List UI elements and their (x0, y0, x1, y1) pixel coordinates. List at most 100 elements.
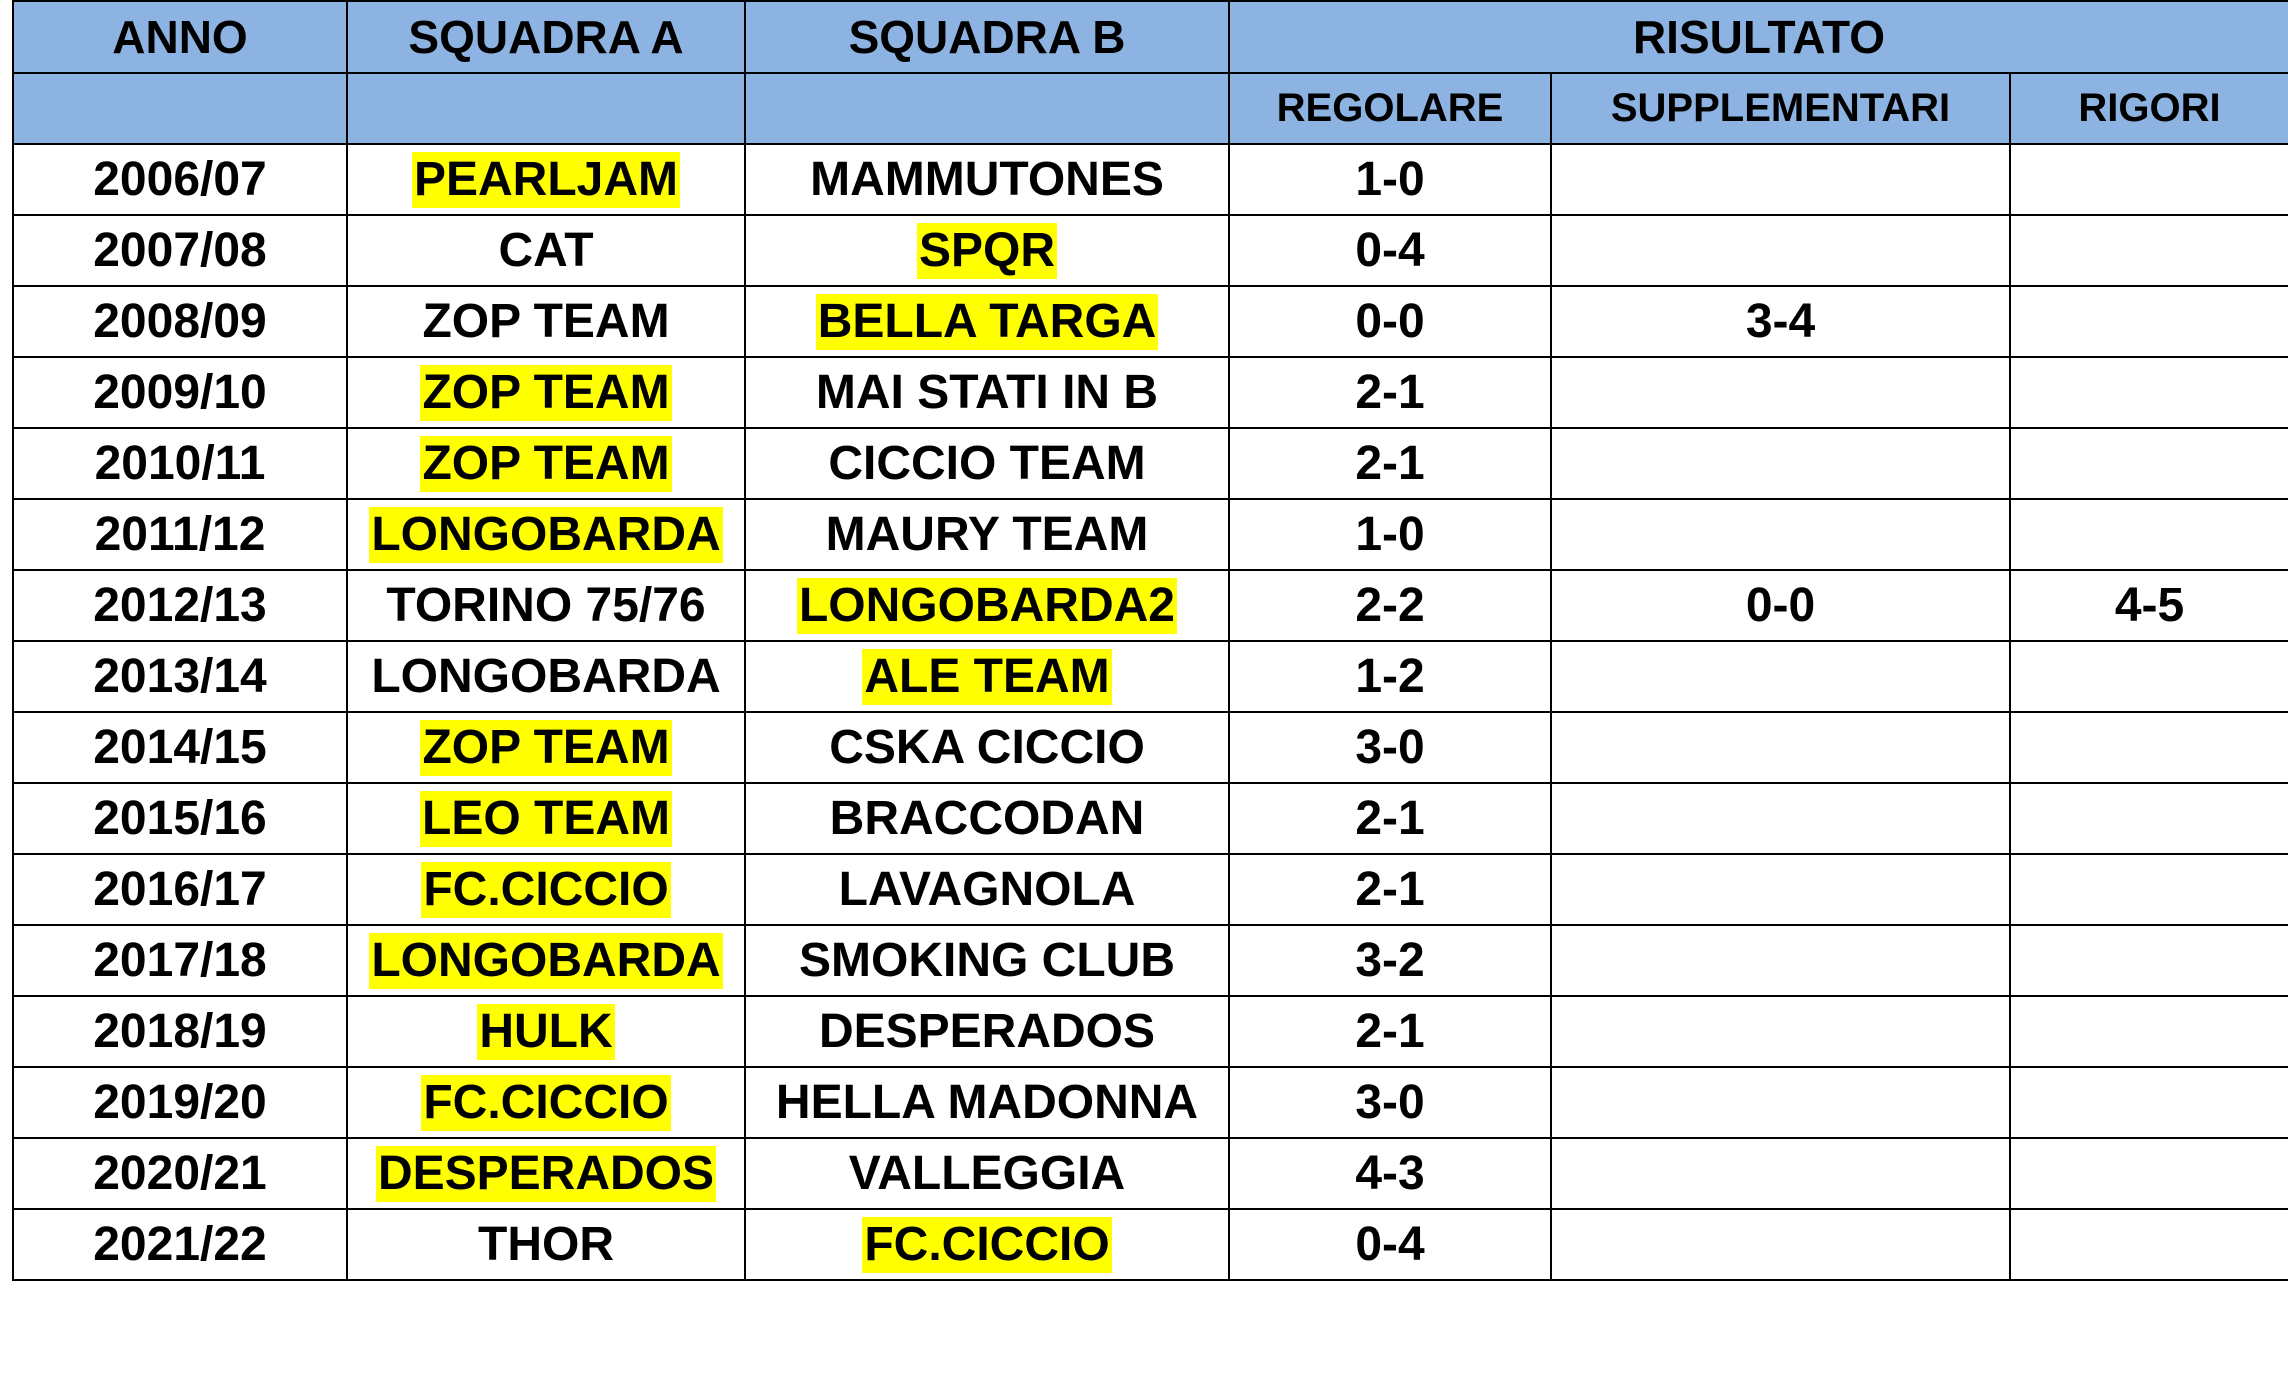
regolare-cell: 2-1 (1228, 427, 1552, 500)
anno-cell: 2017/18 (12, 924, 348, 997)
squadra-b-winner: ALE TEAM (862, 648, 1112, 705)
results-table: ANNO SQUADRA A SQUADRA B RISULTATO REGOL… (12, 0, 2288, 1281)
squadra-a-cell: ZOP TEAM (346, 356, 746, 429)
squadra-b-cell: CSKA CICCIO (744, 711, 1230, 784)
supplementari-cell (1550, 640, 2011, 713)
squadra-a: CAT (498, 223, 594, 277)
supplementari-cell (1550, 711, 2011, 784)
supplementari-cell (1550, 782, 2011, 855)
squadra-a-cell: FC.CICCIO (346, 1066, 746, 1139)
regolare-cell: 0-0 (1228, 285, 1552, 358)
rigori-cell (2008, 782, 2288, 855)
squadra-a-cell: TORINO 75/76 (346, 569, 746, 642)
regolare-cell: 0-4 (1228, 1208, 1552, 1281)
rigori-cell (2008, 1137, 2288, 1210)
header-risultato: RISULTATO (1227, 0, 2288, 74)
squadra-a-cell: ZOP TEAM (346, 285, 746, 358)
squadra-b-winner: LONGOBARDA2 (796, 577, 1177, 634)
regolare-cell: 2-1 (1228, 782, 1552, 855)
squadra-a-cell: THOR (346, 1208, 746, 1281)
supplementari-cell (1550, 427, 2011, 500)
squadra-b-cell: BELLA TARGA (744, 285, 1230, 358)
squadra-a-cell: FC.CICCIO (346, 853, 746, 926)
regolare-cell: 3-2 (1228, 924, 1552, 997)
header-squadra-b: SQUADRA B (744, 0, 1230, 74)
supplementari-cell (1550, 853, 2011, 926)
squadra-b: BRACCODAN (829, 791, 1145, 845)
rigori-cell (2008, 143, 2288, 216)
header-squadra-b-empty (744, 72, 1230, 145)
squadra-b-winner: BELLA TARGA (815, 293, 1159, 350)
squadra-b-cell: ALE TEAM (744, 640, 1230, 713)
regolare-cell: 0-4 (1228, 214, 1552, 287)
regolare-cell: 2-1 (1228, 356, 1552, 429)
squadra-a-winner: ZOP TEAM (420, 719, 672, 776)
squadra-b-cell: FC.CICCIO (744, 1208, 1230, 1281)
rigori-cell (2008, 1208, 2288, 1281)
rigori-cell (2008, 711, 2288, 784)
header-squadra-a: SQUADRA A (346, 0, 746, 74)
anno-cell: 2011/12 (12, 498, 348, 571)
squadra-b: SMOKING CLUB (799, 933, 1175, 987)
table-header: ANNO SQUADRA A SQUADRA B RISULTATO REGOL… (12, 0, 2288, 145)
squadra-a: TORINO 75/76 (386, 578, 706, 632)
squadra-a-cell: LONGOBARDA (346, 924, 746, 997)
squadra-a-cell: PEARLJAM (346, 143, 746, 216)
squadra-b: CSKA CICCIO (829, 720, 1145, 774)
squadra-b-cell: HELLA MADONNA (744, 1066, 1230, 1139)
rigori-cell (2008, 1066, 2288, 1139)
squadra-b: HELLA MADONNA (775, 1075, 1199, 1129)
supplementari-cell (1550, 924, 2011, 997)
rigori-cell (2008, 285, 2288, 358)
squadra-b-cell: CICCIO TEAM (744, 427, 1230, 500)
squadra-b-cell: SPQR (744, 214, 1230, 287)
squadra-a-cell: CAT (346, 214, 746, 287)
rigori-cell (2008, 853, 2288, 926)
squadra-a-winner: LEO TEAM (420, 790, 672, 847)
squadra-b-cell: SMOKING CLUB (744, 924, 1230, 997)
squadra-a-winner: HULK (477, 1003, 615, 1060)
squadra-b: VALLEGGIA (848, 1146, 1126, 1200)
table-row: 2020/21 DESPERADOS VALLEGGIA 4-3 (12, 1137, 2288, 1210)
squadra-b-cell: DESPERADOS (744, 995, 1230, 1068)
anno-cell: 2021/22 (12, 1208, 348, 1281)
squadra-b: CICCIO TEAM (828, 436, 1146, 490)
supplementari-cell: 3-4 (1550, 285, 2011, 358)
squadra-a-winner: FC.CICCIO (421, 861, 671, 918)
regolare-cell: 3-0 (1228, 711, 1552, 784)
anno-cell: 2008/09 (12, 285, 348, 358)
regolare-cell: 4-3 (1228, 1137, 1552, 1210)
squadra-b: MAI STATI IN B (815, 365, 1159, 419)
anno-cell: 2020/21 (12, 1137, 348, 1210)
regolare-cell: 1-2 (1228, 640, 1552, 713)
squadra-a-winner: DESPERADOS (375, 1145, 717, 1202)
squadra-b-cell: MAMMUTONES (744, 143, 1230, 216)
header-anno-empty (12, 72, 348, 145)
anno-cell: 2019/20 (12, 1066, 348, 1139)
squadra-b-cell: LONGOBARDA2 (744, 569, 1230, 642)
anno-cell: 2018/19 (12, 995, 348, 1068)
squadra-a-winner: FC.CICCIO (421, 1074, 671, 1131)
rigori-cell (2008, 924, 2288, 997)
squadra-a-cell: ZOP TEAM (346, 427, 746, 500)
supplementari-cell (1550, 1137, 2011, 1210)
squadra-b-cell: LAVAGNOLA (744, 853, 1230, 926)
squadra-a-cell: ZOP TEAM (346, 711, 746, 784)
regolare-cell: 1-0 (1228, 143, 1552, 216)
squadra-a-cell: LONGOBARDA (346, 640, 746, 713)
squadra-b: LAVAGNOLA (838, 862, 1136, 916)
rigori-cell: 4-5 (2008, 569, 2288, 642)
squadra-b: DESPERADOS (818, 1004, 1156, 1058)
header-row-sub: REGOLARE SUPPLEMENTARI RIGORI (12, 72, 2288, 145)
supplementari-cell (1550, 995, 2011, 1068)
